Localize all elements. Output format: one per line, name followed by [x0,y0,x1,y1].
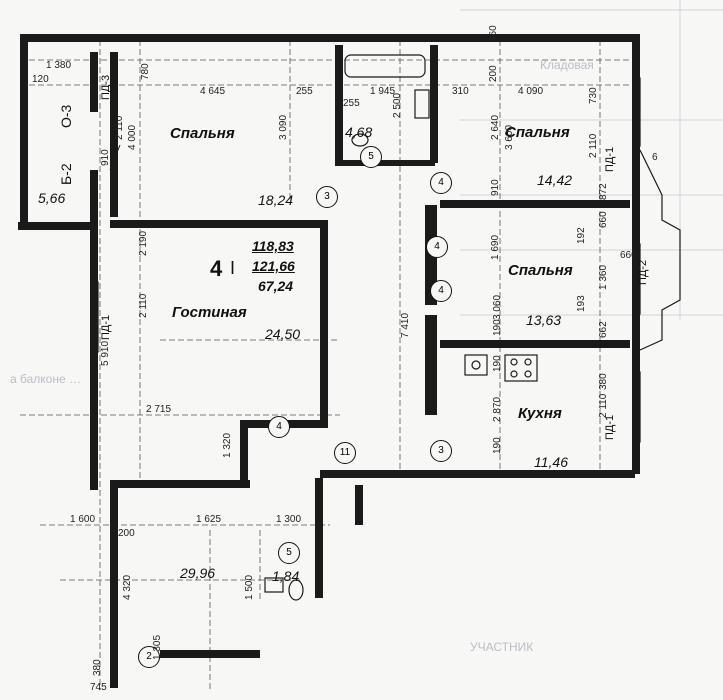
marker-circle: 2 [138,646,160,668]
window-label-pd3: ПД-3 [100,74,112,100]
dimension-label: 3 060 [492,294,503,320]
background-table-lines [460,0,723,320]
dimension-label: 1 305 [152,634,163,660]
dimension-label: 662 [598,321,609,338]
marker-circle: 4 [268,416,290,438]
dimension-label: 1 320 [222,432,233,458]
marker-circle: 11 [334,442,356,464]
dimension-label: 2 110 [598,393,609,418]
dimension-label: 2 500 [392,92,403,118]
dimension-label: 2 640 [490,114,501,140]
room-area-balcony: 5,66 [38,190,66,206]
marker-circle: 3 [316,186,338,208]
apartment-number: 4 [210,256,223,281]
room-area-bedroom: 14,42 [537,172,573,188]
dimension-label: 310 [452,86,469,97]
room-area-kitchen: 11,46 [534,454,568,470]
kitchen-sink [464,354,488,376]
dimension-label: 3 600 [504,124,515,150]
room-area-wc: 1,84 [272,568,300,584]
dimension-label: 660 [598,211,609,228]
dimension-lines [20,40,640,690]
window-label-pd1: ПД-1 [604,414,616,440]
dimension-label: 255 [343,98,360,109]
dimension-label: 4 090 [518,86,544,97]
marker-circle: 3 [430,440,452,462]
dimension-label: 1 380 [46,60,72,71]
dimension-label: 745 [90,682,107,693]
room-area-bathroom: 4,68 [345,124,373,140]
dimension-label: 2 190 [138,230,149,256]
window-label-pd1: ПД-1 [100,314,112,340]
marker-circle: 4 [430,280,452,302]
apartment-rooms: I [230,258,236,278]
dimension-label: 660 [620,250,637,261]
room-name-bedroom: Спальня [508,262,573,279]
dimension-label: 910 [100,149,111,166]
windows [91,77,681,443]
marker-circle: 5 [360,146,382,168]
dimension-label: 380 [92,659,103,676]
dimension-label: 872 [598,183,609,200]
apartment-area-2: 121,66 [252,258,295,274]
bath-fixtures [264,89,430,601]
marker-circle: 4 [426,236,448,258]
dimension-label: 7 410 [400,312,411,338]
room-area-bedroom: 18,24 [258,192,294,208]
room-area-bedroom: 13,63 [526,312,562,328]
dimension-label: 2 870 [492,396,503,422]
dimension-label: 190 [492,355,503,372]
dimension-label: 460 [488,25,499,42]
balcony-label-b: Б-2 [58,163,74,185]
dimension-label: 730 [588,87,599,104]
window-label-pd2: ПД-2 [637,259,649,285]
dimension-label: 2 110 [114,115,125,140]
room-name-living: Гостиная [172,304,247,321]
room-name-bedroom: Спальня [505,124,570,141]
dimension-label: 190 [492,437,503,454]
dimension-label: 192 [576,227,587,244]
dimension-label: 190 [492,319,503,336]
room-area-hall: 29,96 [180,565,216,581]
dimension-label: 3 090 [278,114,289,140]
room-name-kitchen: Кухня [518,405,562,422]
window-label-pd1: ПД-1 [604,146,616,172]
ghost-text: УЧАСТНИК [470,640,534,654]
dimension-label: 4 645 [200,86,226,97]
ghost-text: Кладовая [540,58,594,72]
marker-circle: 5 [278,542,300,564]
dimension-label: 1 690 [490,234,501,260]
marker-circle: 4 [430,172,452,194]
dimension-label: 910 [490,179,501,196]
ghost-text: а балконе … [10,372,81,386]
dimension-label: 1 625 [196,514,222,525]
dimension-label: 1 300 [276,514,302,525]
bathtub [344,54,426,78]
room-area-living: 24,50 [265,326,301,342]
dimension-label: 2 110 [138,293,149,318]
dimension-label: 200 [488,65,499,82]
dimension-label: 2 110 [588,133,599,158]
dimension-label: 5 910 [100,340,111,366]
dimension-label: 1 945 [370,86,396,97]
dimension-label: 1 500 [244,574,255,600]
dimension-label: 2 715 [146,404,172,415]
dimension-label: 200 [118,528,135,539]
dimension-label: 4 320 [122,574,133,600]
dimension-label: 193 [576,295,587,312]
apartment-area-1: 118,83 [252,238,294,254]
stove [504,354,538,382]
dimension-label: 780 [140,63,151,80]
dimension-label: 1 600 [70,514,96,525]
balcony-label-o: О-3 [58,104,74,128]
room-name-bedroom: Спальня [170,125,235,142]
dimension-label: 380 [598,373,609,390]
dimension-label: 120 [32,74,49,85]
dimension-label: 6 [652,152,658,163]
door-swing [109,144,121,171]
apartment-area-3: 67,24 [258,278,294,294]
dimension-label: 4 000 [127,124,138,150]
dimension-label: 1 360 [598,264,609,290]
dimension-label: 255 [296,86,313,97]
